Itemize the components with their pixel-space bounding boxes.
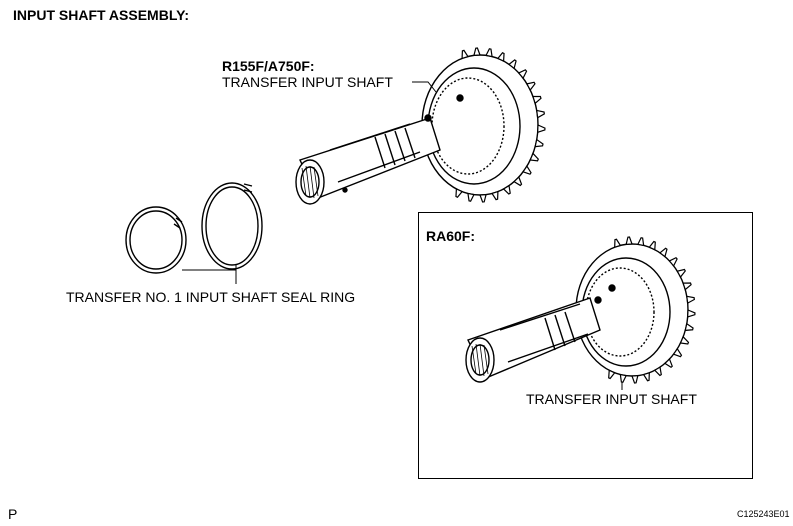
gear-tooth	[455, 188, 464, 198]
gear-tooth	[687, 309, 696, 318]
gear-tooth	[534, 138, 544, 148]
gear-tooth	[684, 322, 694, 332]
inset-part-label: TRANSFER INPUT SHAFT	[526, 391, 697, 407]
gear-tooth	[625, 236, 633, 246]
gear-tooth	[642, 371, 650, 382]
gear-tooth	[517, 69, 528, 80]
seal-ring-part-label: TRANSFER NO. 1 INPUT SHAFT SEAL RING	[66, 289, 356, 305]
inset-input-shaft-illustration	[465, 243, 689, 390]
diagram-title: INPUT SHAFT ASSEMBLY:	[13, 7, 190, 23]
gear-tooth	[526, 81, 536, 92]
gear-tooth	[473, 47, 481, 57]
main-shaft-model-label: R155F/A750F:	[222, 58, 315, 74]
gear-tooth	[467, 192, 475, 202]
gear-tooth	[648, 240, 656, 251]
main-shaft-part-label: TRANSFER INPUT SHAFT	[222, 74, 393, 90]
gear-tooth	[522, 165, 532, 175]
gear-tooth	[619, 373, 628, 383]
gear-tooth	[513, 175, 523, 187]
gear-tooth	[537, 124, 546, 134]
gear-tooth	[485, 48, 493, 58]
main-input-shaft-illustration	[295, 54, 539, 205]
inset-model-label: RA60F:	[426, 228, 476, 244]
seal-rings-illustration	[125, 182, 263, 284]
gear-tooth	[491, 190, 499, 201]
gear-tooth	[536, 109, 545, 119]
gear-tooth	[672, 347, 683, 358]
gear-tooth	[461, 49, 469, 60]
gear-tooth	[636, 237, 645, 247]
gear-tooth	[653, 366, 662, 377]
gear-tooth	[608, 369, 616, 380]
figure-code: C125243E01	[737, 509, 790, 519]
gear-tooth	[631, 374, 639, 384]
ra60f-inset-frame	[418, 212, 753, 479]
gear-tooth	[496, 52, 505, 62]
gear-tooth	[529, 152, 539, 162]
gear-tooth	[659, 247, 668, 258]
gear-tooth	[614, 238, 622, 249]
gear-tooth	[508, 59, 517, 70]
page-mark: P	[8, 506, 18, 522]
inset-gear-teeth	[608, 236, 696, 384]
gear-tooth	[679, 335, 690, 345]
gear-tooth	[663, 357, 673, 369]
gear-tooth	[479, 193, 487, 203]
gear-tooth	[686, 295, 695, 305]
gear-tooth	[682, 282, 692, 291]
main-gear-teeth	[455, 47, 546, 203]
gear-tooth	[502, 184, 511, 195]
gear-tooth	[532, 95, 542, 105]
gear-tooth	[668, 257, 678, 267]
gear-tooth	[676, 268, 686, 279]
